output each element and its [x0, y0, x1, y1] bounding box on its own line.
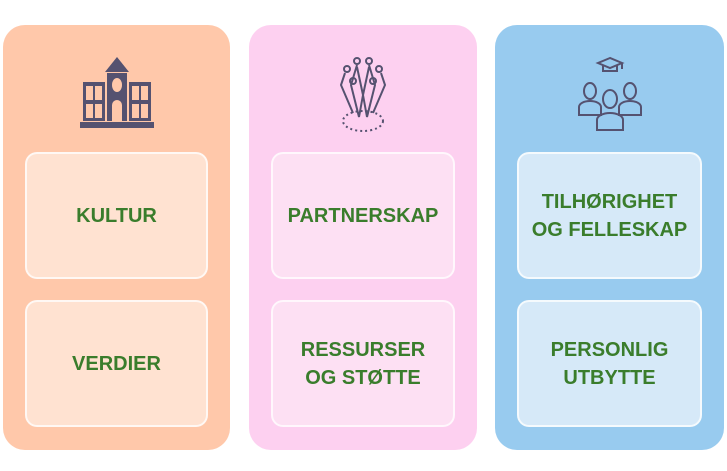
card-personlig-utbytte: PERSONLIG UTBYTTE — [517, 300, 702, 427]
school-building-icon — [79, 57, 154, 128]
card-label: PARTNERSKAP — [287, 204, 439, 227]
card-ressurser-og-stotte: RESSURSER OG STØTTE — [271, 300, 455, 427]
column-culture: KULTUR VERDIER — [3, 25, 230, 450]
card-label: PERSONLIG UTBYTTE — [550, 338, 669, 389]
card-label: TILHØRIGHET OG FELLESKAP — [531, 190, 688, 241]
card-tilhorighet-og-felleskap: TILHØRIGHET OG FELLESKAP — [517, 152, 702, 279]
column-partnership: PARTNERSKAP RESSURSER OG STØTTE — [249, 25, 477, 450]
card-verdier: VERDIER — [25, 300, 208, 427]
card-partnerskap: PARTNERSKAP — [271, 152, 455, 279]
column-belonging: TILHØRIGHET OG FELLESKAP PERSONLIG UTBYT… — [495, 25, 724, 450]
card-label: VERDIER — [72, 352, 161, 375]
team-celebration-icon — [339, 57, 387, 132]
card-label: RESSURSER OG STØTTE — [300, 338, 426, 389]
card-kultur: KULTUR — [25, 152, 208, 279]
card-label: KULTUR — [76, 204, 157, 227]
students-graduation-icon — [577, 56, 642, 131]
